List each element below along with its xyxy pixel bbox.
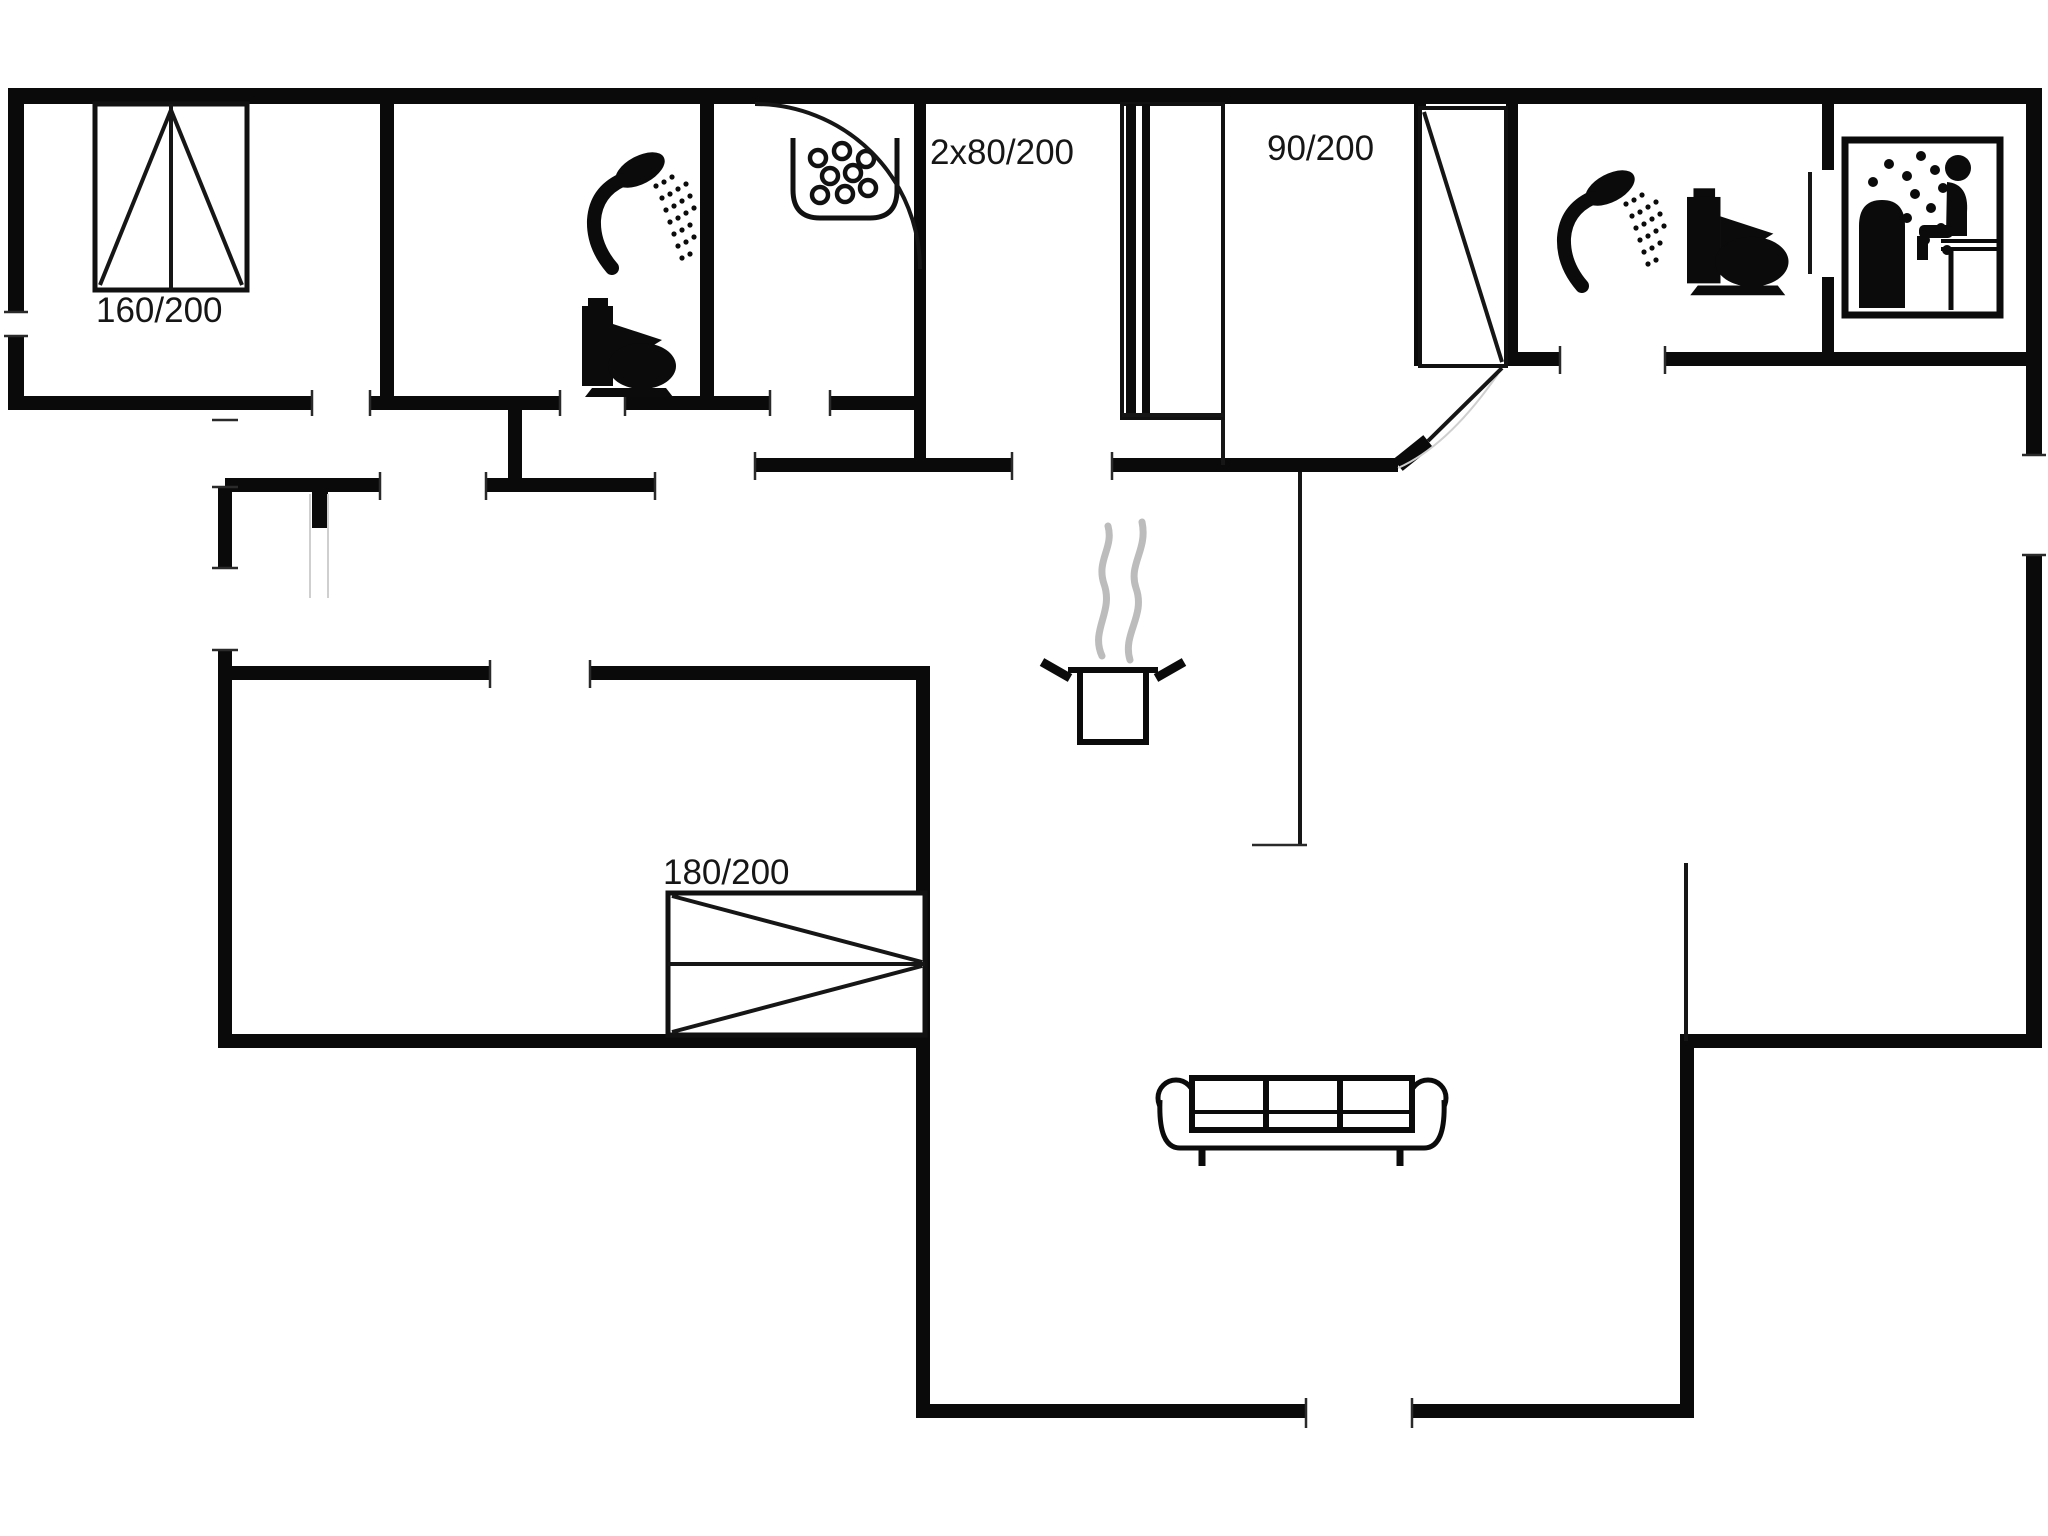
door-leaf-entrance [309,494,329,598]
bed-label-2x80: 2x80/200 [930,133,1074,172]
toilet-icon [1687,188,1789,296]
walls [8,88,2042,1418]
bed-bunk-2x80 [1120,102,1225,420]
window-and-door-ticks [4,310,2046,1428]
sauna-person [1917,155,1971,260]
shower-icon [1556,170,1667,293]
bed-double-160 [92,101,250,293]
cooking-pot-icon [1039,518,1187,745]
sauna-icon [1841,136,2004,319]
basin-curtain-arc [754,102,922,270]
door-leaf-hall [1397,366,1504,469]
shower-icon [586,152,697,275]
bed-label-160: 160/200 [96,291,223,330]
bed-single-90 [1418,106,1508,368]
washbasin-icon [790,138,900,221]
thin-partitions [1221,418,1688,1041]
sofa-icon [1155,1075,1449,1166]
bed-label-90: 90/200 [1267,129,1374,168]
bed-double-180 [665,890,928,1038]
toilet-icon [582,298,676,397]
bed-label-180: 180/200 [663,853,790,892]
